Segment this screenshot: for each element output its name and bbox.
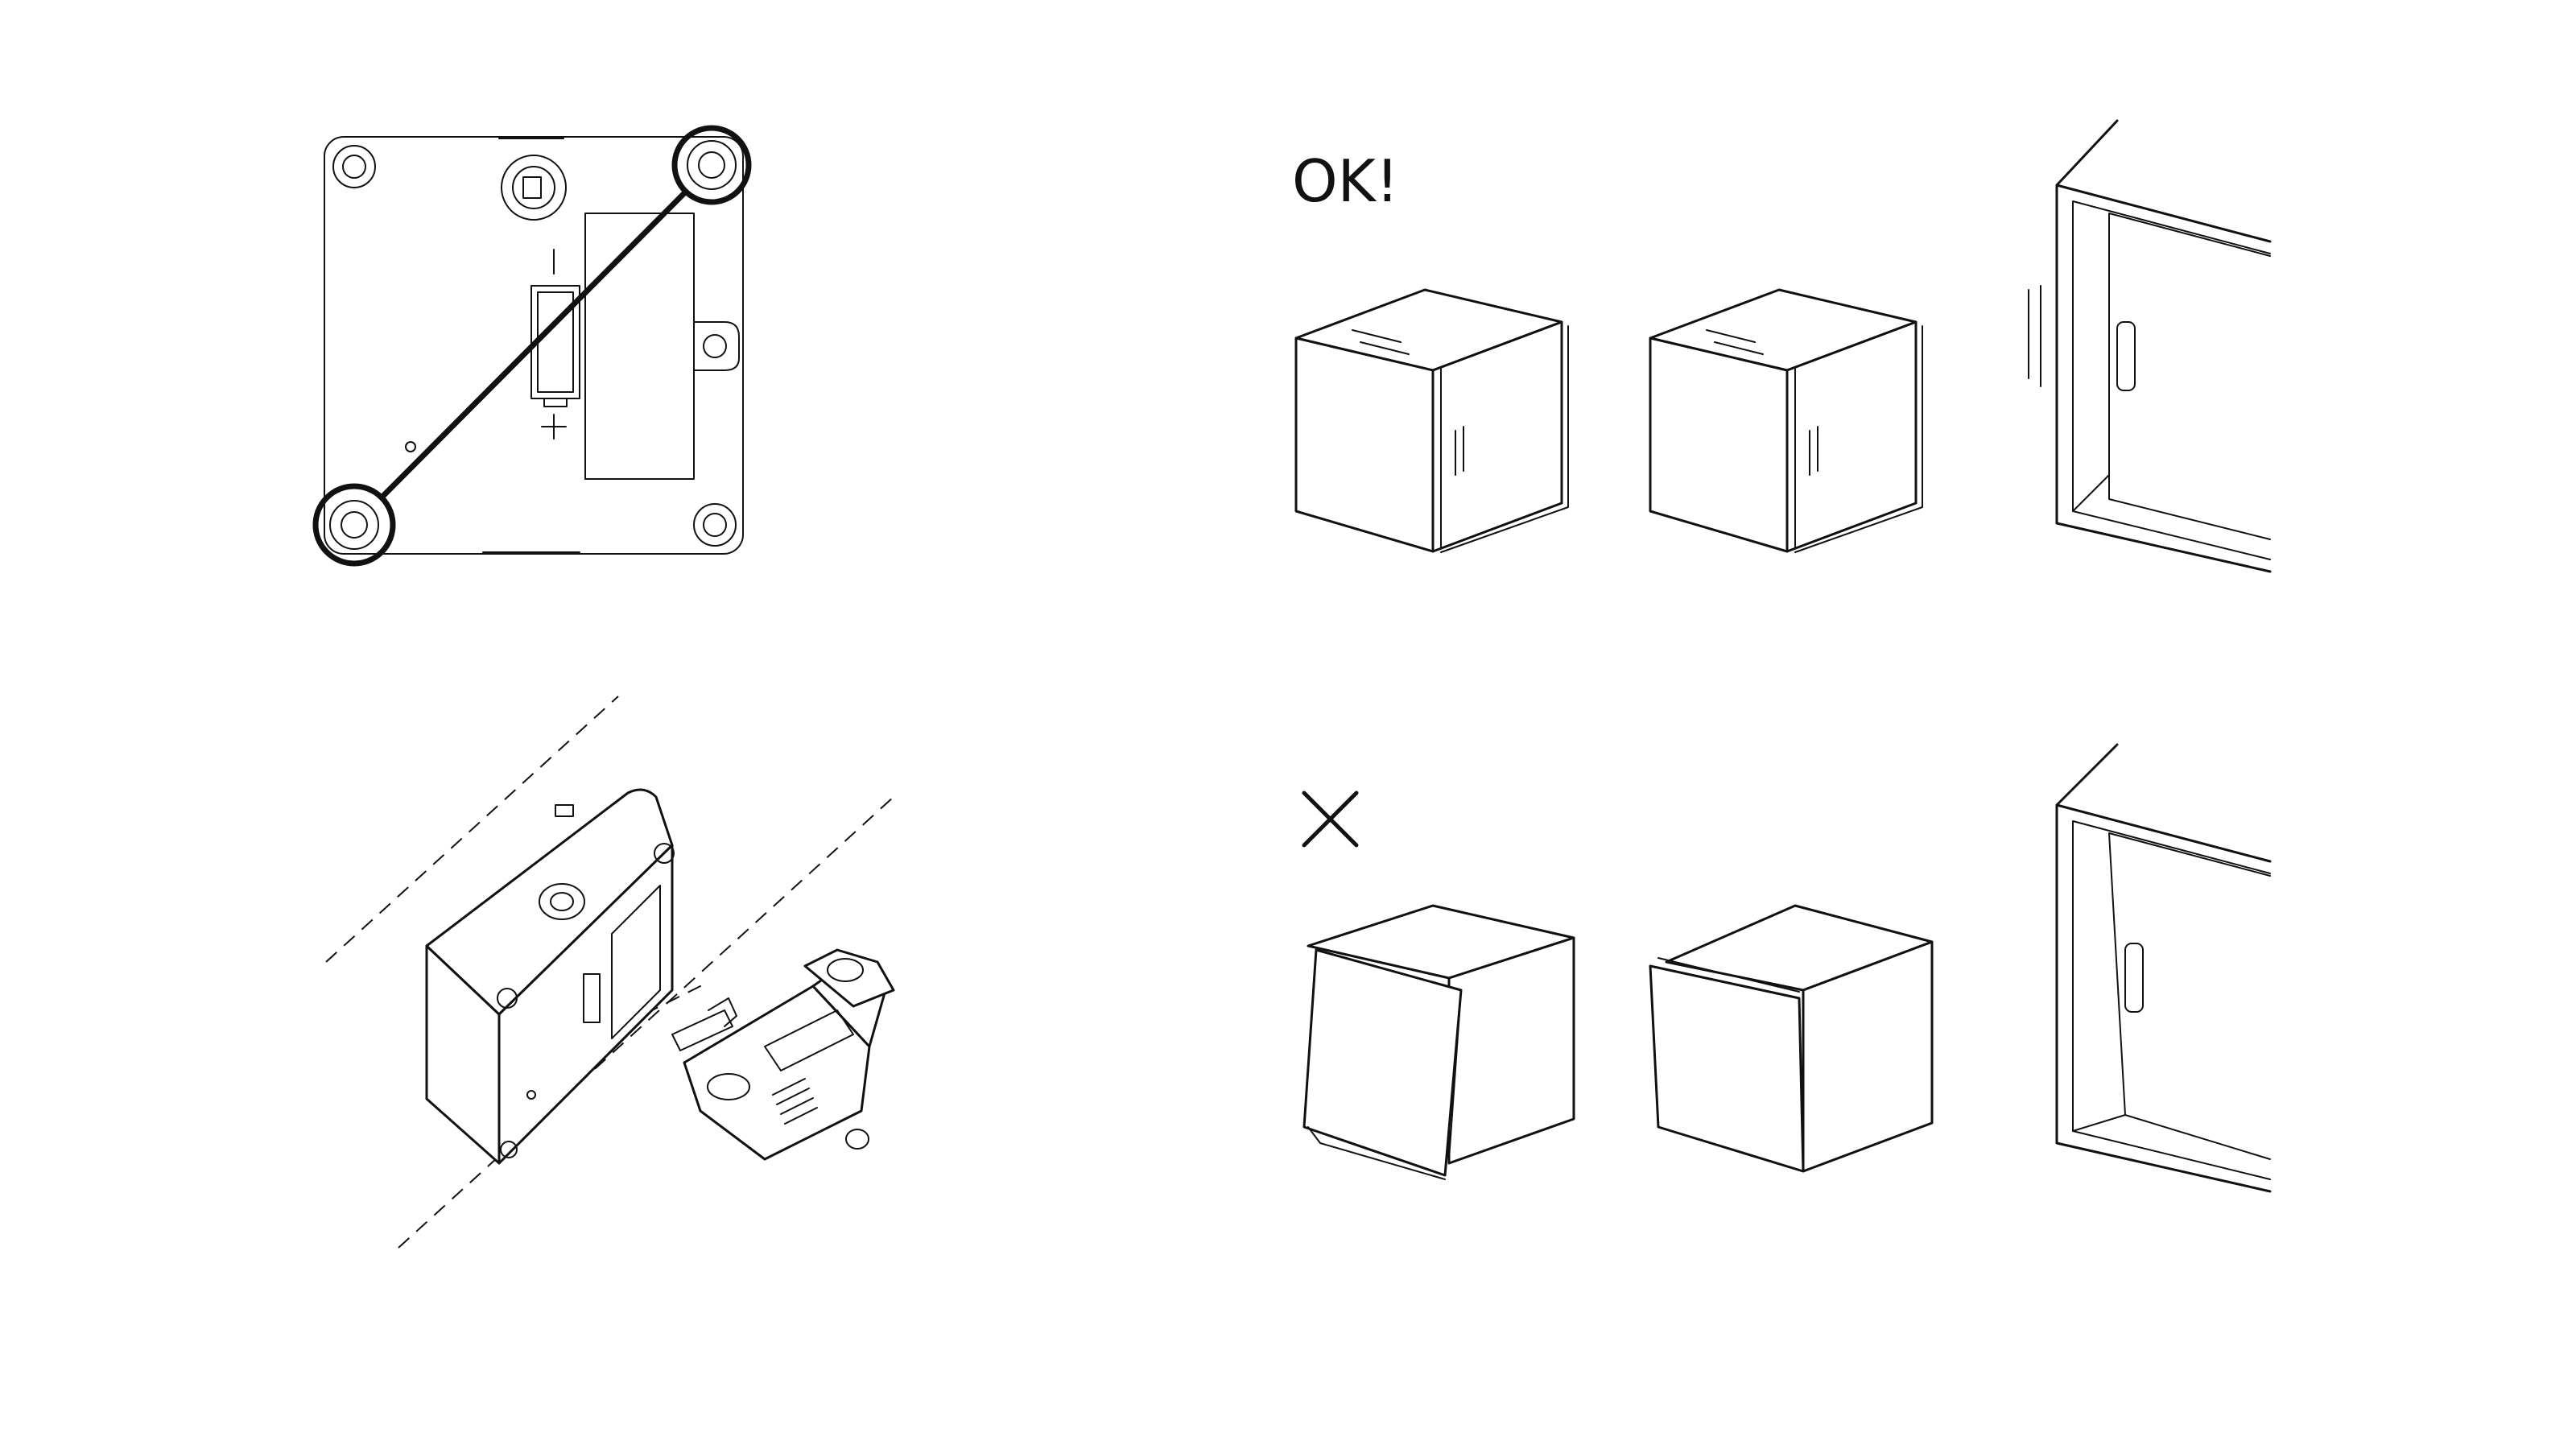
screw-hole-bottom-right	[693, 503, 737, 547]
mounting-guide-line-upper	[325, 696, 619, 963]
ok-label: OK!	[1292, 147, 1399, 215]
battery-compartment	[530, 249, 580, 440]
cabinet-front-aligned	[2028, 119, 2272, 573]
mounting-guide-line-lower	[398, 796, 894, 1249]
lock-top-notch	[555, 804, 574, 817]
lock-cylinder-iso	[539, 883, 585, 920]
door-handle-misaligned	[2124, 943, 2144, 1013]
diagonal-mounting-line	[378, 188, 689, 501]
lock-body-side	[497, 844, 674, 1165]
cabinet-front-misaligned	[2055, 743, 2272, 1193]
latch-housing-iso	[611, 885, 661, 1039]
plate-outline	[324, 136, 744, 555]
latch-housing	[584, 213, 695, 480]
hinge-icon	[683, 948, 895, 1161]
screw-hole-bottom-left-highlighted	[312, 483, 396, 567]
corner-screw-iso-1	[497, 988, 518, 1009]
screw-hole-top-right-highlighted	[671, 125, 752, 205]
lock-and-hinge-isometric	[325, 696, 895, 1249]
lock-plate-top-view	[312, 125, 752, 567]
latch-screw-tab	[693, 321, 740, 371]
lock-cylinder-core	[550, 892, 574, 911]
corner-screw-iso-2	[654, 843, 675, 864]
lock-body-top	[425, 788, 674, 1016]
lock-cylinder	[501, 155, 567, 221]
screw-hole-top-left	[332, 145, 376, 188]
corner-screw-iso-3	[500, 1141, 518, 1158]
cabinet-box-aligned-1	[1294, 288, 1569, 553]
cross-mark-icon	[1302, 791, 1359, 848]
door-handle-aligned	[2116, 321, 2136, 391]
torx-screw-icon	[703, 334, 727, 358]
latch-bolt	[671, 1009, 733, 1051]
battery-slot-iso	[583, 973, 601, 1023]
cabinet-box-misaligned-1	[1302, 904, 1575, 1180]
reset-pinhole	[405, 441, 416, 452]
cabinet-box-misaligned-2	[1649, 904, 1934, 1173]
latch-bolt-tip	[708, 997, 737, 1027]
pinhole-iso	[526, 1090, 536, 1100]
cabinet-box-aligned-2	[1649, 288, 1923, 553]
